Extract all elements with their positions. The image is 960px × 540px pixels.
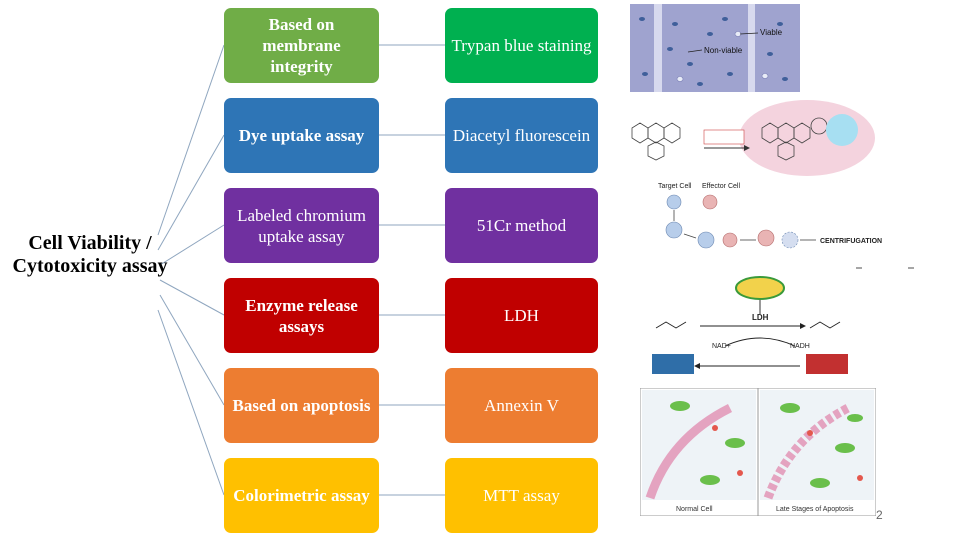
page-number: 2 bbox=[876, 508, 883, 522]
non-viable-label: Non-viable bbox=[704, 46, 743, 55]
annexin-v-apoptosis-illustration: Normal Cell Late Stages of Apoptosis bbox=[640, 388, 876, 516]
root-title: Cell Viability / Cytotoxicity assay bbox=[12, 232, 168, 277]
fluorescein-diacetate-reaction bbox=[612, 98, 877, 180]
connector-root-row5 bbox=[159, 294, 225, 406]
category-box-membrane-integrity: Based on membrane integrity bbox=[224, 8, 379, 83]
ldh-label: LDH bbox=[752, 313, 769, 322]
category-box-apoptosis: Based on apoptosis bbox=[224, 368, 379, 443]
chromium-release-diagram: Target Cell Effector Cell CENTRIFUGATION bbox=[618, 180, 918, 272]
nadh-label: NADH bbox=[790, 343, 810, 350]
target-cell-label: Target Cell bbox=[658, 183, 692, 190]
method-box-51cr: 51Cr method bbox=[445, 188, 598, 263]
category-box-chromium-uptake: Labeled chromium uptake assay bbox=[224, 188, 379, 263]
category-box-dye-uptake: Dye uptake assay bbox=[224, 98, 379, 173]
method-box-trypan-blue: Trypan blue staining bbox=[445, 8, 598, 83]
method-box-diacetyl-fluorescein: Diacetyl fluorescein bbox=[445, 98, 598, 173]
normal-cell-label: Normal Cell bbox=[676, 506, 713, 513]
nad-label: NAD+ bbox=[712, 343, 731, 350]
late-apoptosis-label: Late Stages of Apoptosis bbox=[776, 506, 854, 513]
centrifugation-label: CENTRIFUGATION bbox=[820, 238, 882, 245]
method-box-annexin-v: Annexin V bbox=[445, 368, 598, 443]
method-box-ldh: LDH bbox=[445, 278, 598, 353]
ldh-reaction-scheme: LDH NAD+ NADH bbox=[640, 274, 860, 384]
connector-root-row1 bbox=[157, 44, 225, 236]
connector-root-row6 bbox=[157, 309, 225, 496]
connector-root-row3 bbox=[159, 224, 225, 266]
category-box-enzyme-release: Enzyme release assays bbox=[224, 278, 379, 353]
category-box-colorimetric: Colorimetric assay bbox=[224, 458, 379, 533]
connector-root-row2 bbox=[157, 134, 225, 251]
method-box-mtt: MTT assay bbox=[445, 458, 598, 533]
effector-cell-label: Effector Cell bbox=[702, 183, 740, 190]
trypan-blue-micrograph: Viable Non-viable bbox=[630, 4, 800, 92]
viable-label: Viable bbox=[760, 28, 783, 37]
connector-root-row4 bbox=[159, 279, 225, 316]
